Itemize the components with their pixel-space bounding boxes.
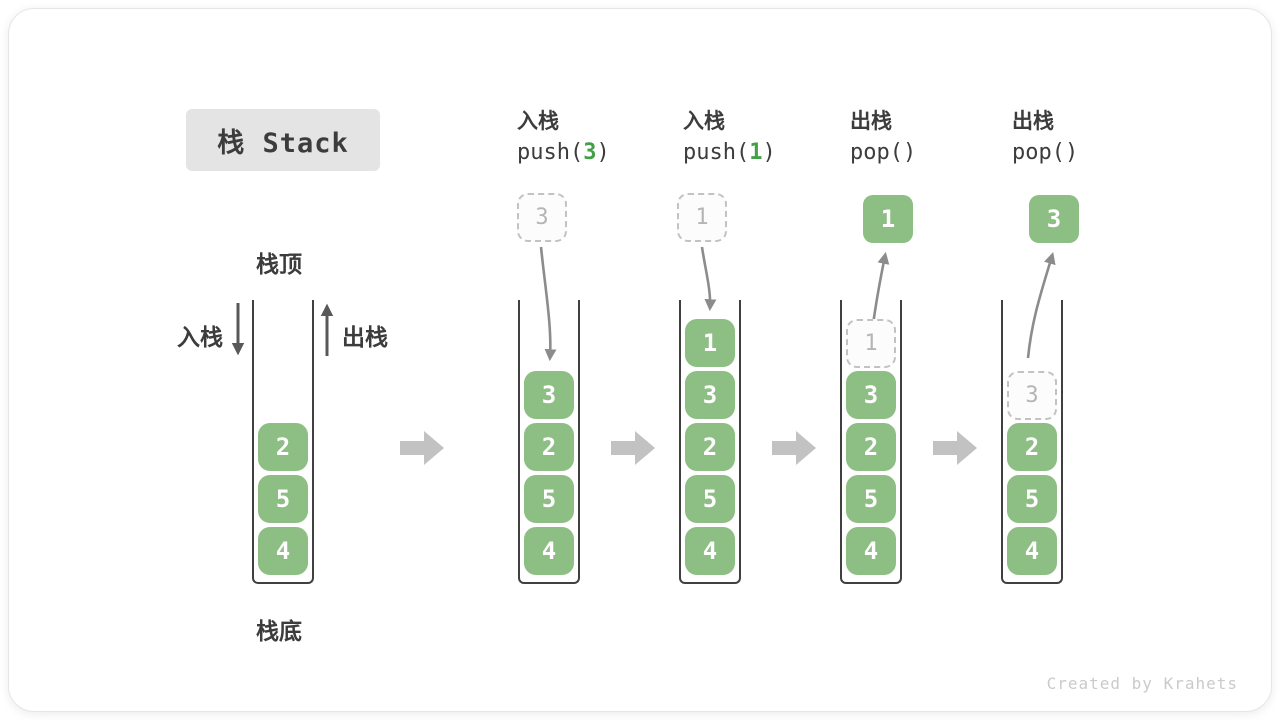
stack-container-push-3: [518, 300, 580, 584]
stack-container-initial: [252, 300, 314, 584]
stack-top-label: 栈顶: [256, 252, 302, 278]
stack-block: 3: [846, 371, 896, 419]
stack-block: 3: [685, 371, 735, 419]
header-pop-first: 出栈 pop(): [850, 106, 916, 170]
stack-container-push-1: [679, 300, 741, 584]
stack-block: 4: [258, 527, 308, 575]
stack-block: 5: [846, 475, 896, 523]
stack-block: 4: [846, 527, 896, 575]
code-arg: 1: [749, 140, 763, 165]
push-side-label: 入栈: [177, 325, 223, 351]
header-cjk: 出栈: [850, 109, 892, 133]
stack-container-pop-first: [840, 300, 902, 584]
removed-slot-box: 1: [846, 319, 896, 368]
stack-block: 5: [524, 475, 574, 523]
code-open: push(: [517, 140, 584, 165]
header-push-3: 入栈 push(3): [517, 106, 610, 170]
code-arg: 3: [583, 140, 597, 165]
header-cjk: 出栈: [1012, 109, 1054, 133]
stack-block: 5: [685, 475, 735, 523]
stack-container-pop-second: [1001, 300, 1063, 584]
stack-block: 5: [1007, 475, 1057, 523]
header-cjk: 入栈: [517, 109, 559, 133]
incoming-element-box: 1: [677, 193, 727, 242]
stack-block: 4: [685, 527, 735, 575]
header-code: pop(): [850, 136, 916, 170]
header-pop-second: 出栈 pop(): [1012, 106, 1078, 170]
stack-block: 1: [685, 319, 735, 367]
header-push-1: 入栈 push(1): [683, 106, 776, 170]
removed-slot-box: 3: [1007, 371, 1057, 420]
code-close: ): [596, 140, 610, 165]
code-open: pop(: [850, 140, 903, 165]
stack-block: 2: [258, 423, 308, 471]
popped-element-box: 3: [1029, 195, 1079, 243]
stack-block: 2: [524, 423, 574, 471]
stack-block: 4: [1007, 527, 1057, 575]
page-title: 栈 Stack: [217, 127, 349, 159]
stack-block: 4: [524, 527, 574, 575]
popped-element-box: 1: [863, 195, 913, 243]
code-close: ): [762, 140, 776, 165]
watermark: Created by Krahets: [1046, 674, 1238, 693]
stack-block: 2: [846, 423, 896, 471]
stack-block: 2: [1007, 423, 1057, 471]
stack-block: 5: [258, 475, 308, 523]
header-code: push(1): [683, 136, 776, 170]
stack-bottom-label: 栈底: [256, 619, 302, 645]
stack-block: 3: [524, 371, 574, 419]
pop-side-label: 出栈: [342, 325, 388, 351]
code-open: push(: [683, 140, 750, 165]
header-cjk: 入栈: [683, 109, 725, 133]
title-badge: 栈 Stack: [186, 109, 380, 171]
code-close: ): [902, 140, 917, 165]
header-code: pop(): [1012, 136, 1078, 170]
code-close: ): [1064, 140, 1079, 165]
incoming-element-box: 3: [517, 193, 567, 242]
stack-block: 2: [685, 423, 735, 471]
code-open: pop(: [1012, 140, 1065, 165]
header-code: push(3): [517, 136, 610, 170]
